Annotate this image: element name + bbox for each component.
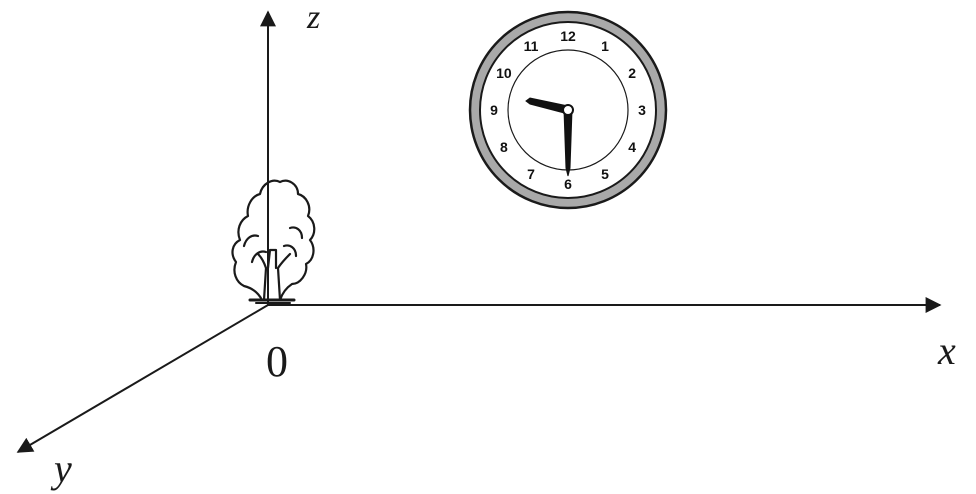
clock-number-3: 3 xyxy=(638,102,646,118)
z-axis-label: z xyxy=(306,0,320,36)
clock-number-8: 8 xyxy=(500,139,508,155)
clock-center-pin xyxy=(562,104,574,116)
clock-number-5: 5 xyxy=(601,166,609,182)
clock-number-2: 2 xyxy=(628,65,636,81)
tree-icon xyxy=(231,179,316,304)
clock-number-7: 7 xyxy=(527,166,535,182)
clock-number-1: 1 xyxy=(601,38,609,54)
clock-number-11: 11 xyxy=(524,38,539,54)
clock-number-10: 10 xyxy=(496,65,512,81)
y-axis-label: y xyxy=(50,446,72,491)
clock-number-9: 9 xyxy=(490,102,498,118)
clock-number-4: 4 xyxy=(628,139,636,155)
y-axis xyxy=(16,304,269,453)
clock-number-6: 6 xyxy=(564,176,572,192)
clock-number-12: 12 xyxy=(560,28,576,44)
origin-label: 0 xyxy=(266,337,288,386)
x-axis-label: x xyxy=(937,328,956,373)
